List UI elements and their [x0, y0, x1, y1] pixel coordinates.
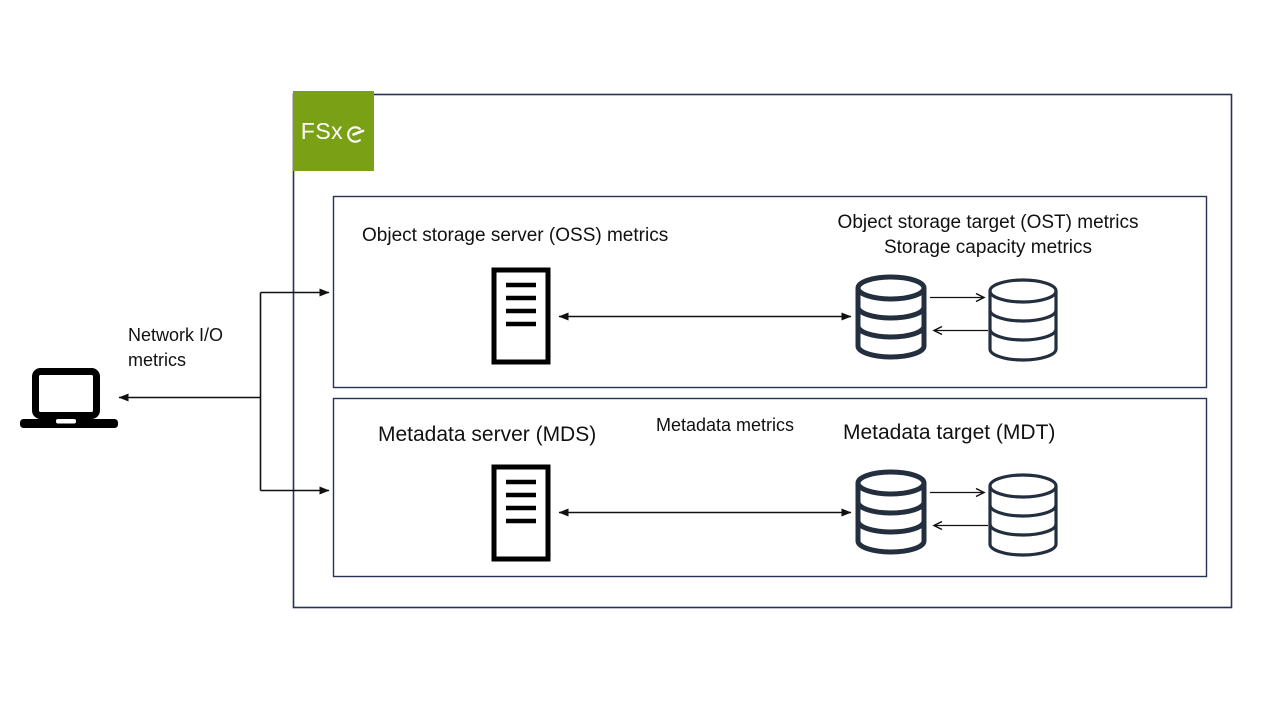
- ost-target-label-line1: Object storage target (OST) metrics: [837, 212, 1139, 233]
- oss-server-icon: [494, 270, 548, 362]
- ost-database-icon: [858, 277, 924, 357]
- oss-server-label: Object storage server (OSS) metrics: [362, 225, 669, 246]
- mds-server-label: Metadata server (MDS): [378, 423, 597, 446]
- fsx-filesystem-box: [292, 93, 1233, 609]
- network-connector: [118, 288, 330, 495]
- mdt-target-label: Metadata target (MDT): [843, 421, 1056, 444]
- fsx-logo: FSx: [293, 91, 374, 171]
- ost-secondary-database-icon: [988, 278, 1058, 362]
- mdt-secondary-database-icon: [988, 473, 1058, 557]
- mds-section-box: [332, 397, 1208, 578]
- fsx-logo-text: FSx: [300, 117, 344, 144]
- mdt-database-icon: [858, 472, 924, 552]
- mds-server-icon: [494, 467, 548, 559]
- laptop-icon: [20, 368, 118, 428]
- network-io-metrics-label: Network I/O metrics: [128, 325, 224, 370]
- gauge-icon: [347, 125, 365, 143]
- metadata-metrics-label: Metadata metrics: [656, 415, 795, 435]
- oss-section-box: [332, 195, 1208, 389]
- ost-target-label-line2: Storage capacity metrics: [883, 237, 1093, 258]
